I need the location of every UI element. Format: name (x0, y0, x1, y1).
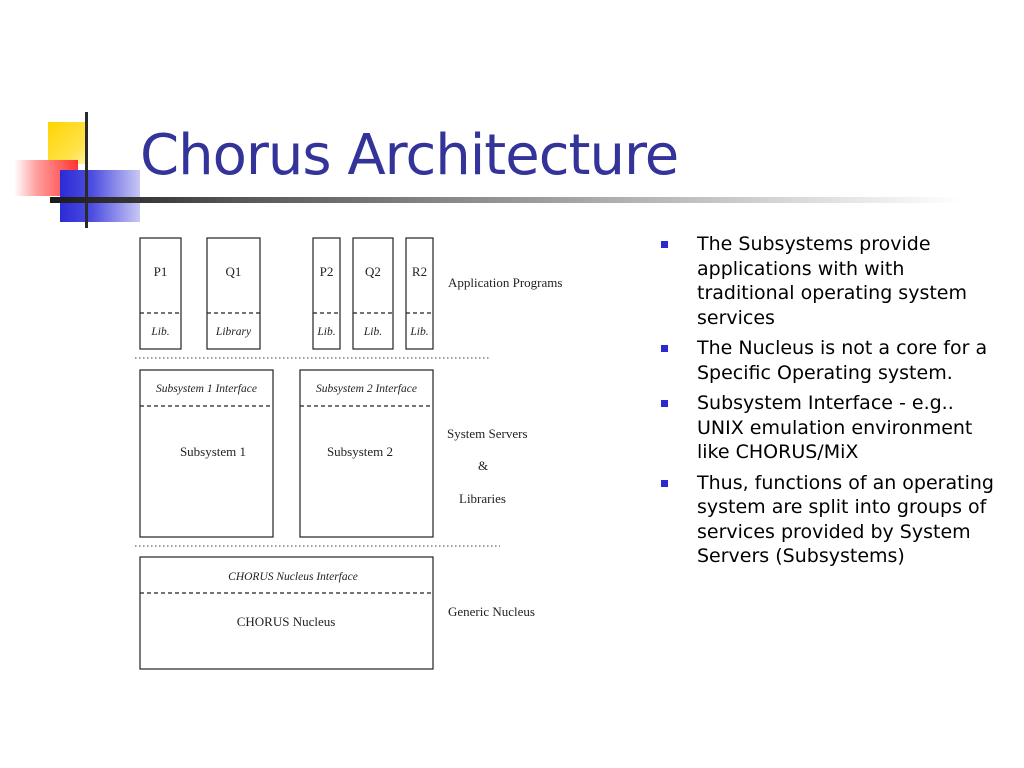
layer-label-libraries: Libraries (459, 491, 506, 506)
subsystem-box-1: Subsystem 1 Interface Subsystem 1 (139, 369, 274, 538)
title-underline (50, 197, 960, 203)
program-name: Q1 (226, 264, 242, 279)
layer-label-servers: System Servers (447, 426, 528, 441)
program-name: P1 (154, 264, 168, 279)
subsystem-box-2: Subsystem 2 Interface Subsystem 2 (299, 369, 434, 538)
nucleus-interface-label: CHORUS Nucleus Interface (228, 571, 358, 583)
bullet-list: The Subsystems provide applications with… (660, 232, 1000, 575)
square-bullet-icon (661, 241, 668, 248)
square-bullet-icon (661, 479, 668, 487)
layer-label-application: Application Programs (448, 275, 562, 290)
bullet-text: The Subsystems provide applications with… (697, 233, 967, 329)
program-box-q2: Q2 Lib. (352, 237, 394, 350)
subsystem-interface-label: Subsystem 1 Interface (156, 383, 257, 395)
nucleus-name: CHORUS Nucleus (237, 614, 336, 629)
decor-blue-square (60, 170, 140, 222)
nucleus-box: CHORUS Nucleus Interface CHORUS Nucleus (139, 556, 434, 670)
program-box-r2: R2 Lib. (405, 237, 434, 350)
subsystem-name: Subsystem 2 (327, 444, 393, 459)
square-bullet-icon (661, 345, 668, 352)
program-lib: Lib. (409, 326, 428, 338)
subsystem-name: Subsystem 1 (180, 444, 246, 459)
slide-title: Chorus Architecture (140, 123, 679, 188)
program-box-p2: P2 Lib. (312, 237, 341, 350)
bullet-item: Thus, functions of an operating system a… (660, 471, 1000, 569)
subsystem-interface-label: Subsystem 2 Interface (316, 383, 417, 395)
bullet-text: Subsystem Interface - e.g.. UNIX emulati… (697, 392, 973, 463)
layer-label-nucleus: Generic Nucleus (448, 604, 535, 619)
program-lib: Lib. (316, 326, 335, 338)
bullet-text: The Nucleus is not a core for a Specific… (697, 337, 988, 384)
program-box-q1: Q1 Library (206, 237, 261, 350)
program-name: P2 (320, 264, 334, 279)
bullet-text: Thus, functions of an operating system a… (697, 471, 994, 568)
decor-yellow-square (48, 122, 88, 164)
program-name: Q2 (365, 264, 381, 279)
program-lib: Library (215, 326, 252, 338)
bullet-item: Subsystem Interface - e.g.. UNIX emulati… (660, 391, 1000, 465)
program-box-p1: P1 Lib. (139, 237, 182, 350)
layer-label-ampersand: & (478, 458, 488, 473)
program-name: R2 (412, 264, 427, 279)
bullet-item: The Nucleus is not a core for a Specific… (660, 336, 1000, 385)
bullet-item: The Subsystems provide applications with… (660, 232, 1000, 330)
decor-vertical-line (85, 112, 88, 228)
program-lib: Lib. (363, 326, 382, 338)
square-bullet-icon (661, 400, 668, 407)
program-lib: Lib. (150, 326, 169, 338)
